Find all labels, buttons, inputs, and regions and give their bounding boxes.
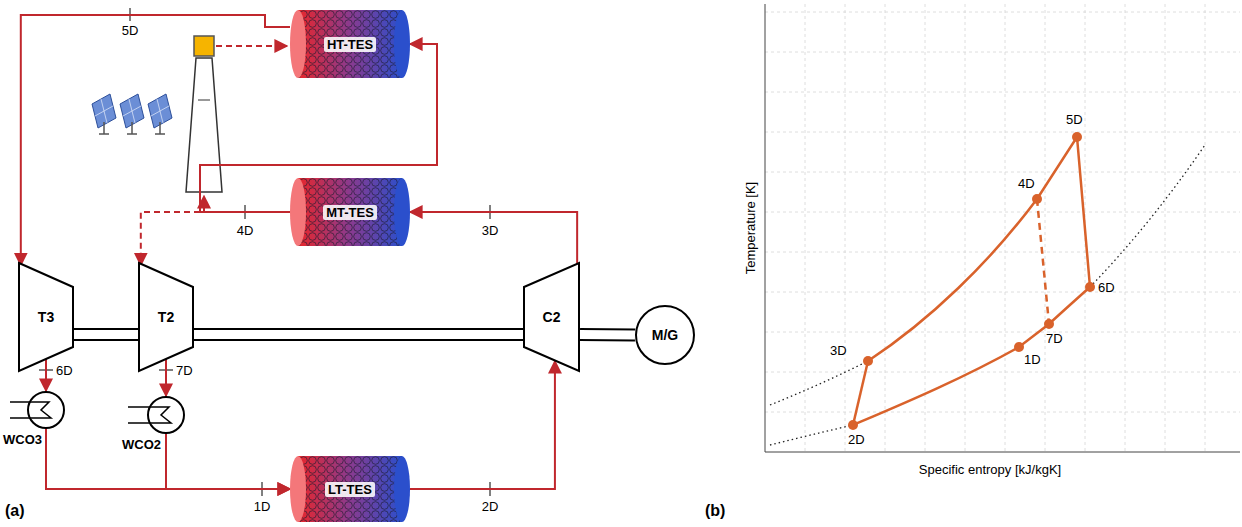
- flow-line: [141, 212, 290, 265]
- state-label: 6D: [56, 363, 73, 378]
- heliostat: [148, 94, 172, 134]
- component-name: WCO3: [3, 432, 42, 447]
- state-tick: [39, 8, 490, 496]
- state-point-label: 6D: [1098, 280, 1115, 295]
- flow-line: [21, 15, 290, 265]
- shaft-core: [580, 330, 635, 339]
- axis-title: Specific entropy [kJ/kgK]: [919, 462, 1061, 477]
- flow-line: [410, 212, 577, 264]
- component-name: HT-TES: [324, 37, 376, 52]
- state-label: 1D: [254, 499, 271, 514]
- turbine: T2: [138, 262, 194, 372]
- flow-line: [410, 361, 555, 489]
- shaft-core: [194, 330, 523, 339]
- motor-generator: M/G: [635, 305, 695, 365]
- state-label: 4D: [237, 223, 254, 238]
- component-name: T2: [158, 309, 174, 325]
- state-label: 7D: [176, 363, 193, 378]
- state-point-label: 5D: [1066, 112, 1083, 127]
- heat-exchanger-shape: [147, 396, 185, 434]
- state-point-label: 3D: [830, 343, 847, 358]
- chart-axes: [765, 4, 1240, 452]
- shaft: [74, 328, 138, 341]
- shaft: [580, 328, 635, 341]
- component-name: T3: [38, 309, 54, 325]
- compressor: C2: [523, 262, 580, 372]
- component-name: WCO2: [122, 437, 161, 452]
- cycle-line: [853, 137, 1090, 425]
- chart-grid: [765, 4, 1240, 452]
- thermal-storage-tank: MT-TES: [290, 178, 410, 246]
- state-point-label: 4D: [1018, 176, 1035, 191]
- solar-tower: [186, 36, 222, 192]
- flow-line: [45, 359, 47, 391]
- heliostat: [92, 94, 116, 134]
- state-label: 2D: [482, 499, 499, 514]
- thermal-storage-tank: HT-TES: [290, 10, 410, 78]
- turbine: T3: [18, 262, 74, 372]
- panel-label: (b): [705, 502, 725, 520]
- heat-exchanger-shape: [27, 391, 65, 429]
- shaft: [194, 328, 523, 341]
- axis-title: Temperature [K]: [743, 182, 758, 275]
- isobar-dotted: [770, 145, 1205, 445]
- heat-exchanger: WCO2: [147, 396, 185, 434]
- heliostat: [120, 94, 144, 134]
- state-label: 5D: [122, 23, 139, 38]
- flow-line: [165, 359, 167, 396]
- heat-exchanger: WCO3: [27, 391, 65, 429]
- state-label: 3D: [482, 223, 499, 238]
- flow-line: [46, 429, 290, 489]
- thermal-storage-tank: LT-TES: [290, 456, 410, 522]
- panel-label: (a): [5, 502, 25, 520]
- shaft-core: [74, 330, 138, 339]
- receiver-flow: [203, 196, 205, 212]
- state-point-label: 7D: [1046, 331, 1063, 346]
- flow-line: [166, 434, 290, 489]
- receiver-flow: [216, 45, 287, 47]
- component-name: MT-TES: [323, 205, 377, 220]
- state-point-label: 2D: [848, 432, 865, 447]
- component-name: LT-TES: [325, 482, 375, 497]
- component-name: M/G: [652, 327, 678, 343]
- component-name: C2: [543, 309, 561, 325]
- state-point: [848, 132, 1095, 430]
- state-point-label: 1D: [1024, 352, 1041, 367]
